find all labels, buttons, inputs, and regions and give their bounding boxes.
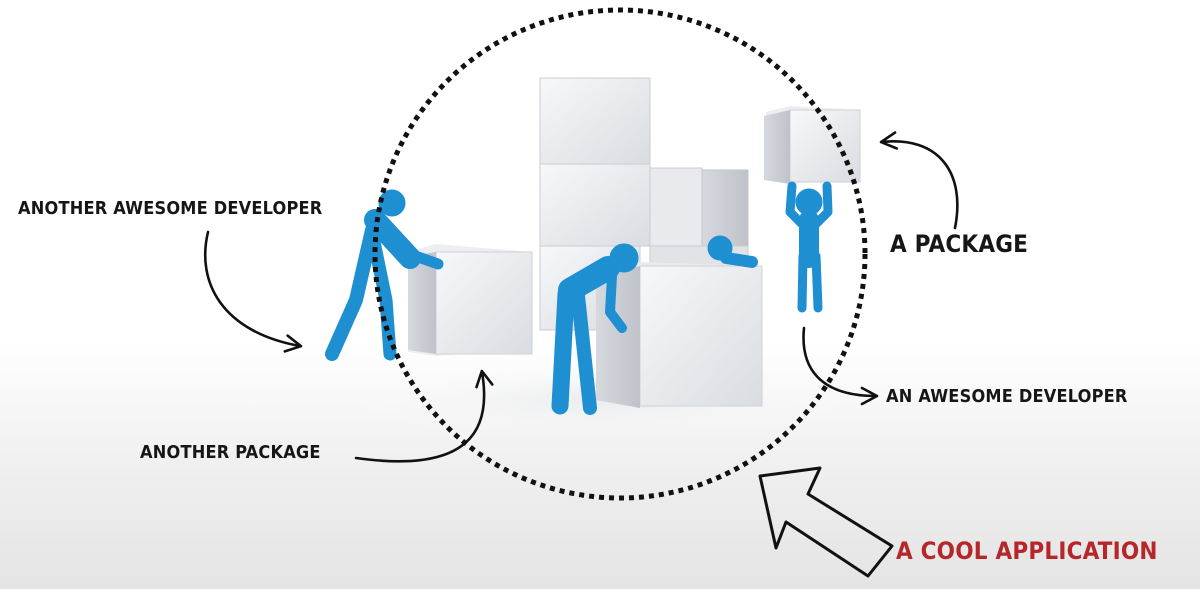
front-box <box>596 262 763 408</box>
arrow-another-developer <box>203 230 303 353</box>
arrow-another-package <box>354 369 494 463</box>
arrow-awesome-developer <box>802 326 879 406</box>
label-another-awesome-developer: ANOTHER AWESOME DEVELOPER <box>18 198 323 219</box>
arrow-cool-application <box>758 466 894 578</box>
a-package-box <box>764 106 861 184</box>
figure-bent-developer <box>551 243 639 415</box>
application-boundary-circle <box>372 7 868 501</box>
another-package-box <box>408 244 533 356</box>
figure-awesome-developer <box>785 181 833 313</box>
label-an-awesome-developer: AN AWESOME DEVELOPER <box>886 386 1128 407</box>
label-a-package: A PACKAGE <box>890 230 1029 258</box>
label-a-cool-application: A COOL APPLICATION <box>896 537 1158 565</box>
arrow-a-package <box>879 131 959 230</box>
label-another-package: ANOTHER PACKAGE <box>140 442 321 463</box>
figure-hidden-developer <box>707 235 758 268</box>
figure-another-developer <box>325 189 444 361</box>
